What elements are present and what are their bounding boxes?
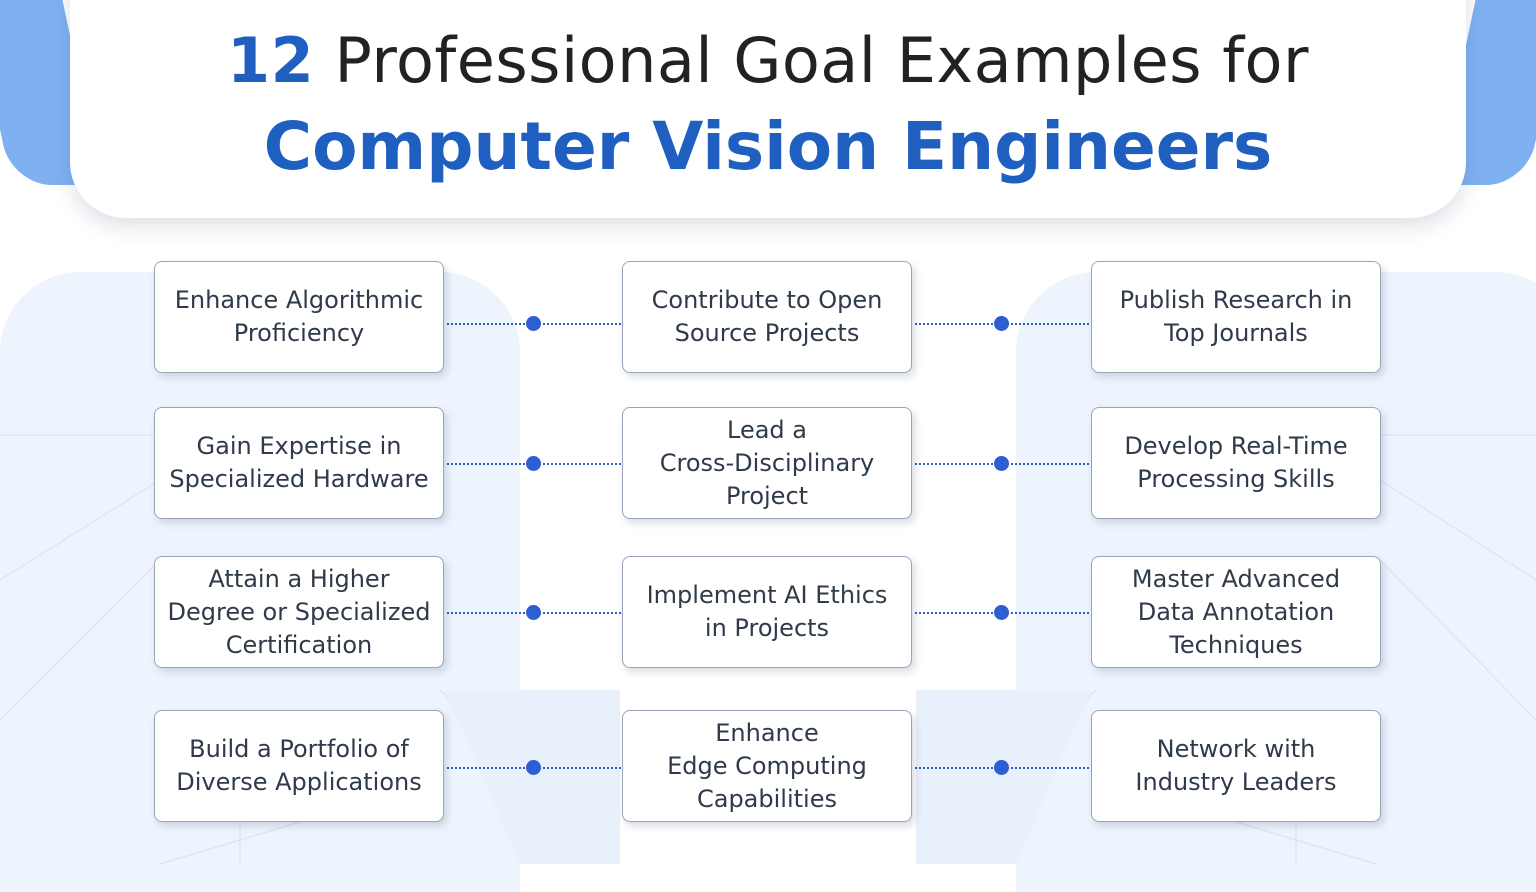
page-title-line2: Computer Vision Engineers xyxy=(263,108,1273,185)
goal-card-ai-ethics: Implement AI Ethics in Projects xyxy=(622,556,912,668)
goal-text: Implement AI Ethics in Projects xyxy=(646,581,888,642)
goal-text: Gain Expertise in Specialized Hardware xyxy=(169,432,429,493)
goal-card-real-time-processing: Develop Real-Time Processing Skills xyxy=(1091,407,1381,519)
header-card xyxy=(70,0,1466,218)
background-lines xyxy=(0,434,1536,864)
goal-card-specialized-hardware: Gain Expertise in Specialized Hardware xyxy=(154,407,444,519)
goal-text: Contribute to Open Source Projects xyxy=(651,286,883,347)
goal-text: Attain a Higher Degree or Specialized Ce… xyxy=(167,564,431,659)
connector-dot xyxy=(526,316,541,331)
title-line1-text: Professional Goal Examples for xyxy=(334,24,1309,97)
connector-dot xyxy=(994,316,1009,331)
goal-text: Lead a Cross-Disciplinary Project xyxy=(659,415,875,510)
goal-text: Master Advanced Data Annotation Techniqu… xyxy=(1131,564,1341,659)
connector-dot xyxy=(526,456,541,471)
connector-dot xyxy=(994,605,1009,620)
goal-card-data-annotation: Master Advanced Data Annotation Techniqu… xyxy=(1091,556,1381,668)
connector-dot xyxy=(994,456,1009,471)
connector-dot xyxy=(526,760,541,775)
goal-text: Build a Portfolio of Diverse Application… xyxy=(176,735,422,796)
goal-text: Network with Industry Leaders xyxy=(1135,735,1337,796)
goal-text: Enhance Algorithmic Proficiency xyxy=(174,286,424,347)
goal-text: Develop Real-Time Processing Skills xyxy=(1124,432,1348,493)
goal-card-higher-degree: Attain a Higher Degree or Specialized Ce… xyxy=(154,556,444,668)
connector-dot xyxy=(526,605,541,620)
goal-text: Publish Research in Top Journals xyxy=(1119,286,1353,347)
connector-dot xyxy=(994,760,1009,775)
goal-card-edge-computing: Enhance Edge Computing Capabilities xyxy=(622,710,912,822)
goal-text: Enhance Edge Computing Capabilities xyxy=(667,718,867,813)
goal-card-portfolio: Build a Portfolio of Diverse Application… xyxy=(154,710,444,822)
title-number: 12 xyxy=(227,24,315,97)
goal-card-cross-disciplinary: Lead a Cross-Disciplinary Project xyxy=(622,407,912,519)
goal-card-network-leaders: Network with Industry Leaders xyxy=(1091,710,1381,822)
goal-card-open-source: Contribute to Open Source Projects xyxy=(622,261,912,373)
page-title-line1: 12 Professional Goal Examples for xyxy=(0,24,1536,97)
goal-card-enhance-algorithmic: Enhance Algorithmic Proficiency xyxy=(154,261,444,373)
goal-card-publish-research: Publish Research in Top Journals xyxy=(1091,261,1381,373)
